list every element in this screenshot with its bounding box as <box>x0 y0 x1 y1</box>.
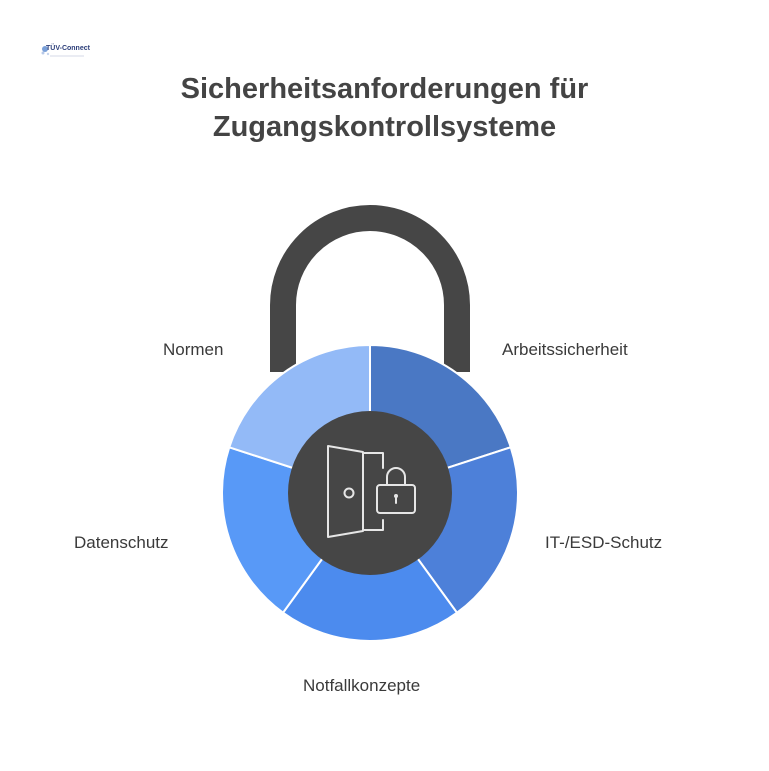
label-notfallkonzepte: Notfallkonzepte <box>303 676 421 695</box>
logo-text: TÜV-Connect <box>46 45 90 52</box>
label-datenschutz: Datenschutz <box>74 533 169 552</box>
title-line-2: Zugangskontrollsysteme <box>212 111 557 143</box>
label-arbeitssicherheit: Arbeitssicherheit <box>502 340 628 359</box>
padlock-shackle <box>270 205 470 372</box>
page-title: Sicherheitsanforderungen für Zugangskont… <box>0 70 769 146</box>
padlock-hub <box>288 411 452 575</box>
label-it-esd-schutz: IT-/ESD-Schutz <box>545 533 663 552</box>
label-normen: Normen <box>163 340 224 359</box>
title-line-1: Sicherheitsanforderungen für <box>180 73 589 105</box>
company-logo <box>41 46 84 57</box>
door-lock-icon <box>327 445 416 538</box>
